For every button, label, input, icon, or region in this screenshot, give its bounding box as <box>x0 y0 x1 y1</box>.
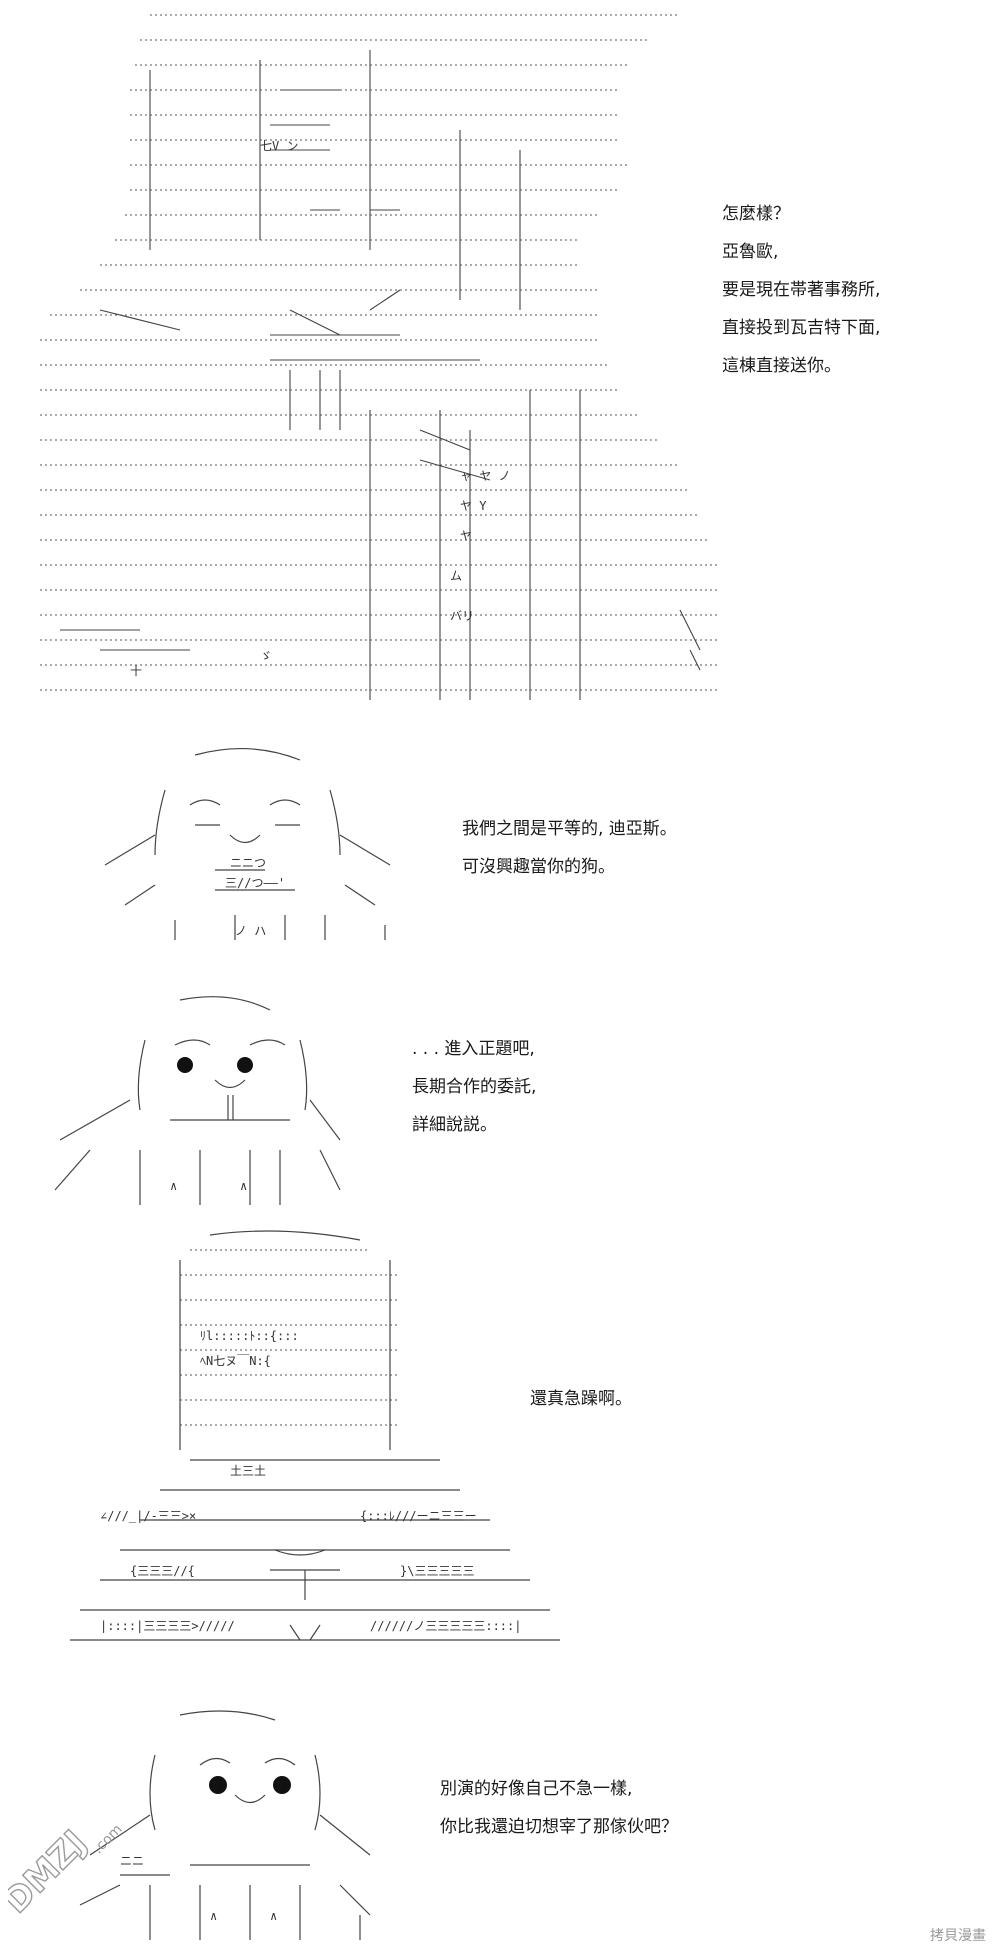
ascii-art-round-character-serious: ∧∧ <box>50 990 350 1210</box>
dialog-line: 亞魯歐, <box>722 242 779 262</box>
svg-text:ノ ハ: ノ ハ <box>235 924 266 938</box>
dialog-box-1: 怎麼樣？ 亞魯歐, 要是現在帯著事務所, 直接投到瓦吉特下面, 這棟直接送你。 <box>722 195 880 385</box>
watermark-text: DMZJ <box>8 1823 95 1922</box>
dialog-line: 還真急躁啊。 <box>530 1389 632 1409</box>
svg-text:ﾘl:::::ﾄ::{:::: ﾘl:::::ﾄ::{::: <box>200 1329 299 1343</box>
svg-text:ム: ム <box>450 569 462 583</box>
dialog-box-5: 別演的好像自己不急一樣, 你比我還迫切想宰了那傢伙吧？ <box>440 1770 678 1846</box>
svg-text:∧: ∧ <box>240 1179 247 1193</box>
dialog-line: 別演的好像自己不急一樣, <box>440 1779 633 1799</box>
svg-text:ゞ: ゞ <box>260 649 272 663</box>
dialog-line: 長期合作的委託, <box>412 1077 537 1097</box>
dialog-line: 怎麼樣？ <box>722 204 790 224</box>
svg-text:ﾍN七ヌ￣N:{: ﾍN七ヌ￣N:{ <box>200 1354 271 1368</box>
svg-text:ャ ヤ ノ: ャ ヤ ノ <box>460 469 510 483</box>
ascii-art-bearded-character: ﾘl:::::ﾄ::{::: ﾍN七ヌ￣N:{ 土三土 ∠///_|/-三三>×… <box>40 1230 560 1650</box>
svg-text:十: 十 <box>130 664 142 678</box>
dialog-line: 詳細說説。 <box>412 1115 497 1135</box>
dialog-line: 這棟直接送你。 <box>722 356 841 376</box>
ascii-art-round-character-smug: ニニ ∧ ∧ <box>60 1705 390 1945</box>
svg-text:{三三三//{: {三三三//{ <box>130 1564 195 1578</box>
panel-5: ニニ ∧ ∧ 別演的好像自己不急一樣, 你比我還迫切想宰了那傢伙吧？ <box>0 1690 1000 1953</box>
svg-text:土三土: 土三土 <box>230 1464 266 1478</box>
ascii-art-round-character: ニニつ 三//つ——' ノ ハ <box>95 745 405 945</box>
panel-1: 七V ン ャ ヤ ノ ヤ Y ヤ ム バリ ゞ 十 怎麼樣？ 亞魯歐, 要是現在… <box>0 0 1000 720</box>
dialog-line: 可沒興趣當你的狗。 <box>462 857 615 877</box>
svg-text:∧: ∧ <box>170 1179 177 1193</box>
dialog-line: 要是現在帯著事務所, <box>722 280 881 300</box>
dialog-line: 直接投到瓦吉特下面, <box>722 318 881 338</box>
site-mark: 拷貝漫畫 <box>930 1928 986 1944</box>
dialog-box-4: 還真急躁啊。 <box>530 1380 632 1418</box>
dialog-box-3: . . . 進入正題吧, 長期合作的委託, 詳細說説。 <box>412 1030 536 1144</box>
svg-text:{:::ﾚ///ーニ三三ー: {:::ﾚ///ーニ三三ー <box>360 1509 477 1523</box>
ascii-art-building-figure: 七V ン ャ ヤ ノ ヤ Y ヤ ム バリ ゞ 十 <box>40 10 730 700</box>
panel-2: ニニつ 三//つ——' ノ ハ 我們之間是平等的, 迪亞斯。 可沒興趣當你的狗。 <box>0 730 1000 960</box>
svg-text:∧: ∧ <box>210 1909 217 1923</box>
svg-text:バリ: バリ <box>450 609 474 623</box>
svg-text:}\三三三三三: }\三三三三三 <box>400 1564 474 1578</box>
svg-text:ニニ: ニニ <box>120 1854 144 1868</box>
svg-text:ニニつ: ニニつ <box>230 856 266 870</box>
dialog-line: 我們之間是平等的, 迪亞斯。 <box>462 819 677 839</box>
dialog-line: . . . 進入正題吧, <box>412 1039 535 1059</box>
svg-text:∧: ∧ <box>270 1909 277 1923</box>
watermark-subtext: .com <box>90 1821 126 1857</box>
svg-text:ヤ Y: ヤ Y <box>460 499 487 513</box>
svg-text:三//つ——': 三//つ——' <box>225 876 285 890</box>
panel-4: ﾘl:::::ﾄ::{::: ﾍN七ヌ￣N:{ 土三土 ∠///_|/-三三>×… <box>0 1230 1000 1660</box>
dialog-box-2: 我們之間是平等的, 迪亞斯。 可沒興趣當你的狗。 <box>462 810 677 886</box>
watermark-logo: DMZJ .com <box>0 1800 138 1930</box>
svg-text:|::::|三三三三>/////: |::::|三三三三>///// <box>100 1619 235 1633</box>
svg-text:七V ン: 七V ン <box>260 139 298 153</box>
svg-text:ヤ: ヤ <box>460 529 472 543</box>
svg-text:∠///_|/-三三>×: ∠///_|/-三三>× <box>100 1509 196 1523</box>
dialog-line: 你比我還迫切想宰了那傢伙吧？ <box>440 1817 678 1837</box>
panel-3: ∧∧ . . . 進入正題吧, 長期合作的委託, 詳細說説。 <box>0 975 1000 1215</box>
svg-text://////ノ三三三三三::::|: //////ノ三三三三三::::| <box>370 1619 521 1633</box>
